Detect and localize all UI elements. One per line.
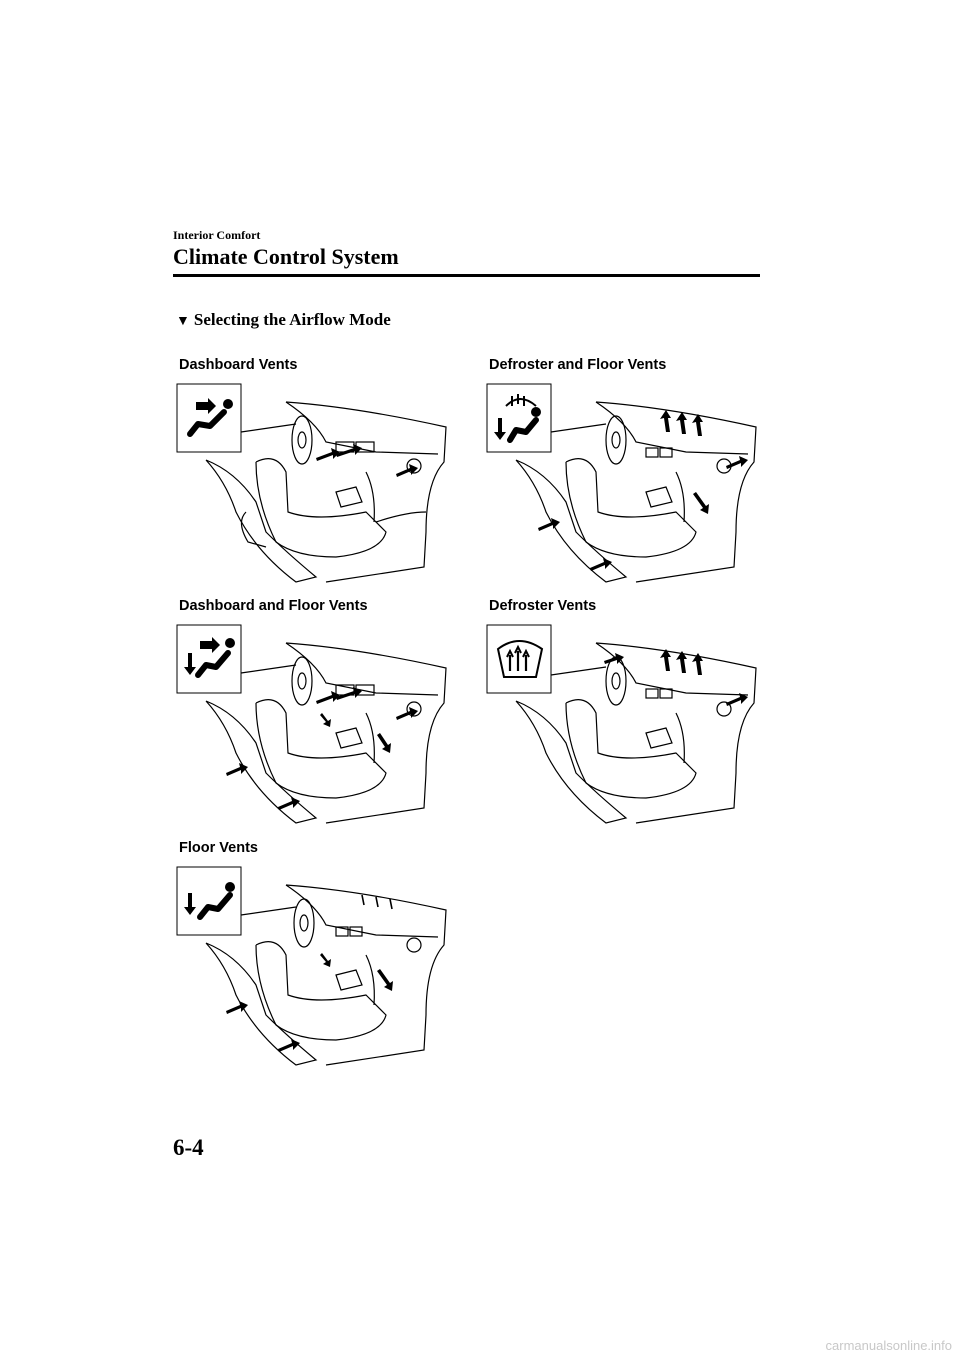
defroster-vents-icon [487,625,551,693]
figure-floor-vents [176,865,466,1070]
airflow-arrows [316,444,418,477]
section-label: Interior Comfort [173,228,260,243]
figure-label-dashboard: Dashboard Vents [179,357,297,373]
car-interior-illustration [516,402,756,582]
car-interior-illustration [206,885,446,1065]
figure-label-floor: Floor Vents [179,840,258,856]
page-number: 6-4 [173,1135,204,1161]
dashboard-floor-vents-icon [177,625,241,693]
page-title: Climate Control System [173,244,399,270]
car-interior-illustration [516,643,756,823]
triangle-marker-icon: ▼ [176,314,190,330]
figure-defroster-floor-vents [486,382,776,587]
figure-label-defroster: Defroster Vents [489,598,596,614]
figure-dashboard-vents [176,382,466,587]
figure-label-defroster-floor: Defroster and Floor Vents [489,357,666,373]
car-interior-illustration [206,643,446,823]
watermark: carmanualsonline.info [826,1338,952,1353]
figure-defroster-vents [486,623,776,828]
subheading: ▼Selecting the Airflow Mode [176,310,391,330]
figure-dashboard-floor-vents [176,623,466,828]
figure-label-dashboard-floor: Dashboard and Floor Vents [179,598,368,614]
dashboard-vents-icon [177,384,241,452]
airflow-arrows [226,687,418,810]
title-rule [173,274,760,277]
floor-vents-icon [177,867,241,935]
subheading-text: Selecting the Airflow Mode [194,310,391,329]
car-interior-illustration [206,402,446,582]
airflow-arrows [226,953,393,1052]
defroster-floor-vents-icon [487,384,551,452]
